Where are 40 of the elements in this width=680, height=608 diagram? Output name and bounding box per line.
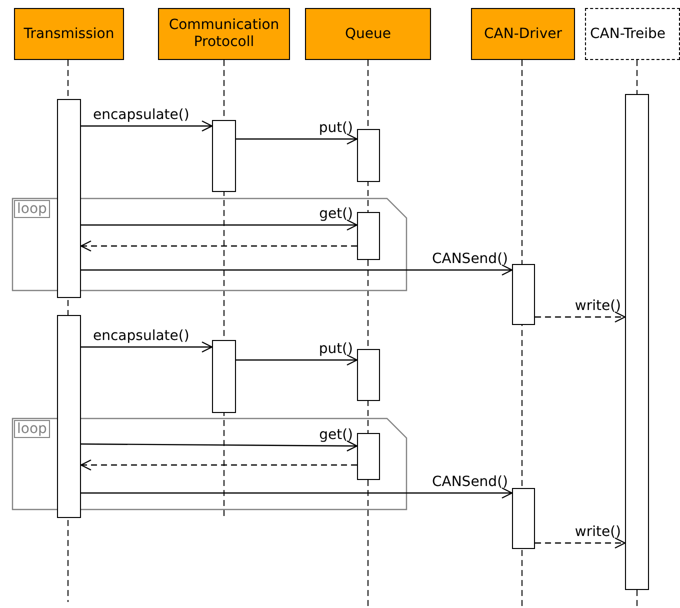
edge-label: CANSend()	[432, 474, 508, 490]
activation-bar	[357, 349, 380, 401]
activation-bar	[512, 264, 535, 325]
message-arrow	[236, 133, 358, 145]
activation-bar	[212, 120, 236, 192]
message-arrow	[81, 219, 358, 231]
loop-label: loop	[14, 200, 50, 218]
activation-bar	[357, 129, 380, 182]
message-arrow	[535, 311, 626, 323]
lifeline-header: Queue	[305, 8, 431, 60]
message-arrow	[80, 459, 357, 471]
message-arrow	[81, 487, 513, 499]
activation-bar	[57, 315, 81, 518]
edge-label: get()	[319, 206, 353, 222]
message-arrow	[81, 264, 513, 276]
activation-bar	[212, 340, 236, 413]
loop-label: loop	[14, 420, 50, 438]
activation-bar	[357, 212, 380, 260]
lifeline-header: Transmission	[14, 8, 124, 60]
message-arrow	[535, 537, 626, 549]
activation-bar	[512, 488, 535, 549]
edge-label: get()	[319, 427, 353, 443]
message-arrow	[80, 240, 357, 252]
edge-label: write()	[574, 298, 621, 314]
edge-label: CANSend()	[432, 251, 508, 267]
message-arrow	[81, 120, 213, 132]
lifeline-header: CAN-Treibe	[585, 8, 680, 60]
edge-label: write()	[574, 524, 621, 540]
message-arrow	[81, 341, 213, 353]
message-arrow	[236, 354, 358, 366]
edge-label: encapsulate()	[93, 107, 190, 123]
edge-label: put()	[318, 341, 353, 357]
activation-bar	[357, 433, 380, 480]
edge-label: encapsulate()	[93, 328, 190, 344]
edge-label: put()	[318, 120, 353, 136]
lifeline-header: CAN-Driver	[471, 8, 575, 60]
lifeline-header: Communication Protocoll	[158, 8, 290, 60]
activation-bar	[625, 94, 649, 590]
message-arrow	[81, 440, 358, 452]
activation-bar	[57, 99, 81, 298]
